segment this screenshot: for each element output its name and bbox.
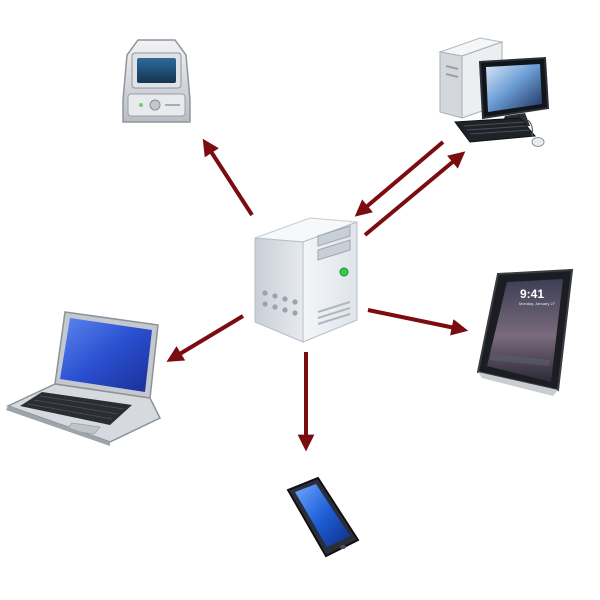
server-tower-icon <box>255 218 357 342</box>
archive-server-icon <box>123 40 190 122</box>
arrow-server-to-archive-server <box>210 150 252 215</box>
tablet-screen-date: Monday, January 27 <box>519 301 556 306</box>
smartphone-icon <box>288 478 358 556</box>
arrow-server-to-tablet <box>368 310 455 328</box>
arrow-desktop-computer-to-server <box>365 142 443 208</box>
tablet-screen-time: 9:41 <box>520 287 544 301</box>
tablet-icon: 9:41 Monday, January 27 <box>478 270 572 396</box>
arrow-server-to-laptop <box>178 316 243 355</box>
laptop-icon <box>6 312 160 446</box>
desktop-computer-icon <box>440 38 548 147</box>
